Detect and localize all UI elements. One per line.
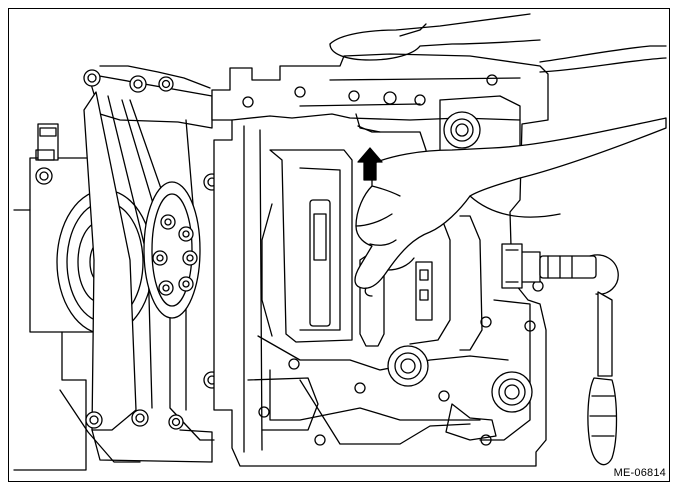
upper-hand xyxy=(329,13,667,73)
ratchet-wrench xyxy=(501,243,619,466)
crankcase-internals xyxy=(247,199,544,446)
up-arrow-icon xyxy=(357,147,383,181)
figure-code: ME-06814 xyxy=(613,467,666,479)
pressing-hand xyxy=(354,117,667,297)
pulley-bolt-circle xyxy=(143,173,221,389)
figure-border xyxy=(8,8,670,482)
